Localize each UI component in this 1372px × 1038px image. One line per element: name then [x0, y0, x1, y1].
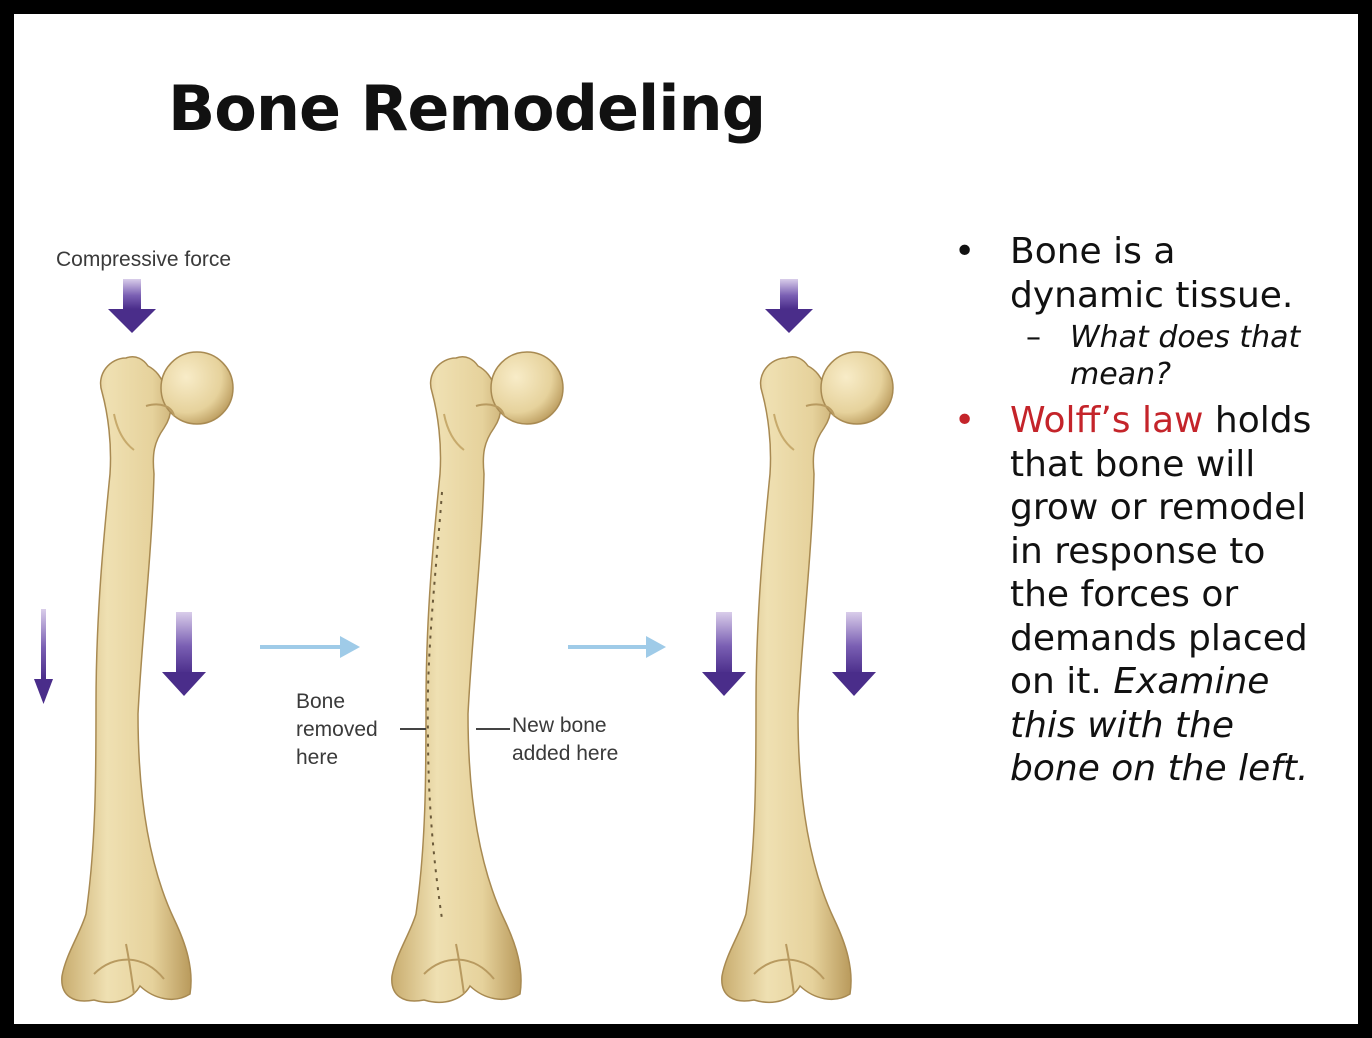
- femur-left: [60, 351, 234, 1004]
- bullet-item-1: • Bone is a dynamic tissue.: [954, 231, 1294, 316]
- compressive-force-arrow-1: [108, 279, 156, 333]
- bullet-dot: •: [954, 231, 976, 272]
- bone-removed-label: Bone removed here: [296, 690, 378, 769]
- compressive-force-arrow-3: [765, 279, 813, 333]
- bullet-dot-red: •: [954, 400, 976, 441]
- load-arrow-thick: [162, 612, 206, 696]
- remodeling-line: [426, 491, 443, 920]
- sub-bullet: – What does that mean?: [1026, 320, 1301, 392]
- load-arrow-thin-left: [34, 609, 53, 704]
- load-arrow-bone3-right: [832, 612, 876, 696]
- flow-arrow-2: [568, 636, 666, 658]
- examine-note: Examine this with the bone on the left.: [1010, 661, 1309, 789]
- wolffs-law-term: Wolff’s law: [1010, 400, 1204, 441]
- load-arrow-bone3-left: [702, 612, 746, 696]
- dash-marker: –: [1026, 320, 1041, 355]
- bullet-list: • Bone is a dynamic tissue. – What does …: [954, 230, 1334, 791]
- slide: Bone Remodeling: [14, 14, 1358, 1024]
- compressive-force-label: Compressive force: [56, 248, 232, 271]
- bone-remodeling-diagram: [34, 279, 894, 1004]
- new-bone-label: New bone added here: [512, 714, 619, 765]
- slide-title: Bone Remodeling: [168, 72, 766, 145]
- femur-middle: [390, 351, 564, 1004]
- bullet-item-2: • Wolff’s law holds that bone will grow …: [954, 399, 1334, 791]
- wolffs-law-text: holds that bone will grow or remodel in …: [1010, 400, 1312, 702]
- flow-arrow-1: [260, 636, 360, 658]
